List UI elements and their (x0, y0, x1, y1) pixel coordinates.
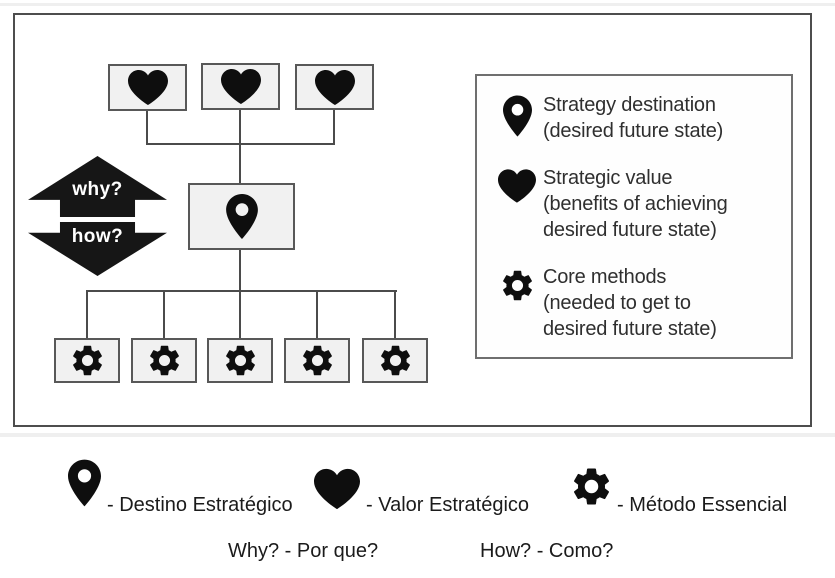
heart-icon (315, 70, 355, 105)
legend-item-destination: Strategy destination (desired future sta… (491, 92, 781, 144)
connector-line (86, 290, 88, 340)
strategic-value-node (295, 64, 374, 110)
legend-text-line: desired future state) (543, 318, 717, 340)
value-translation-label: - Valor Estratégico (366, 494, 530, 516)
legend-text-line: (desired future state) (543, 120, 724, 142)
strategic-value-node (201, 63, 280, 110)
why-label: why? (72, 179, 123, 200)
heart-icon (314, 468, 360, 510)
bottom-edge-band (0, 433, 835, 437)
connector-line (239, 108, 241, 185)
core-method-node (362, 338, 428, 383)
legend-text-line: (benefits of achieving (543, 193, 728, 215)
core-method-node (131, 338, 197, 383)
destination-translation-label: - Destino Estratégico (107, 494, 293, 516)
connector-line (316, 290, 318, 340)
legend-text-line: Core methods (543, 266, 667, 288)
gear-icon (569, 463, 614, 510)
pin-icon (503, 93, 532, 139)
connector-line (86, 290, 397, 292)
connector-line (394, 290, 396, 340)
connector-line (163, 290, 165, 340)
pin-icon (68, 458, 101, 508)
legend-text-line: Strategy destination (543, 94, 716, 116)
legend-item-value: Strategic value (benefits of achieving d… (491, 165, 781, 243)
strategic-value-node (108, 64, 187, 111)
legend-text-line: desired future state) (543, 219, 717, 241)
method-translation-label: - Método Essencial (617, 494, 788, 516)
gear-icon (377, 342, 414, 379)
heart-icon (128, 70, 168, 105)
core-method-node (207, 338, 273, 383)
strategy-destination-node (188, 183, 295, 250)
core-method-node (54, 338, 120, 383)
core-method-node (284, 338, 350, 383)
gear-icon (499, 267, 536, 304)
legend-panel: Strategy destination (desired future sta… (475, 74, 793, 359)
connector-line (333, 109, 335, 145)
gear-icon (299, 342, 336, 379)
gear-icon (222, 342, 259, 379)
legend-text-line: Strategic value (543, 167, 673, 189)
gear-icon (69, 342, 106, 379)
pin-icon (226, 194, 258, 239)
why-translation-label: Why? - Por que? (228, 540, 379, 562)
heart-icon (221, 69, 261, 104)
how-label: how? (71, 226, 124, 247)
legend-text-line: (needed to get to (543, 292, 691, 314)
top-edge-band (0, 3, 835, 6)
connector-line (239, 290, 241, 340)
legend-item-methods: Core methods (needed to get to desired f… (491, 264, 781, 342)
how-translation-label: How? - Como? (480, 540, 614, 562)
heart-icon (498, 169, 536, 203)
gear-icon (146, 342, 183, 379)
connector-line (146, 109, 148, 145)
connector-line (239, 248, 241, 292)
